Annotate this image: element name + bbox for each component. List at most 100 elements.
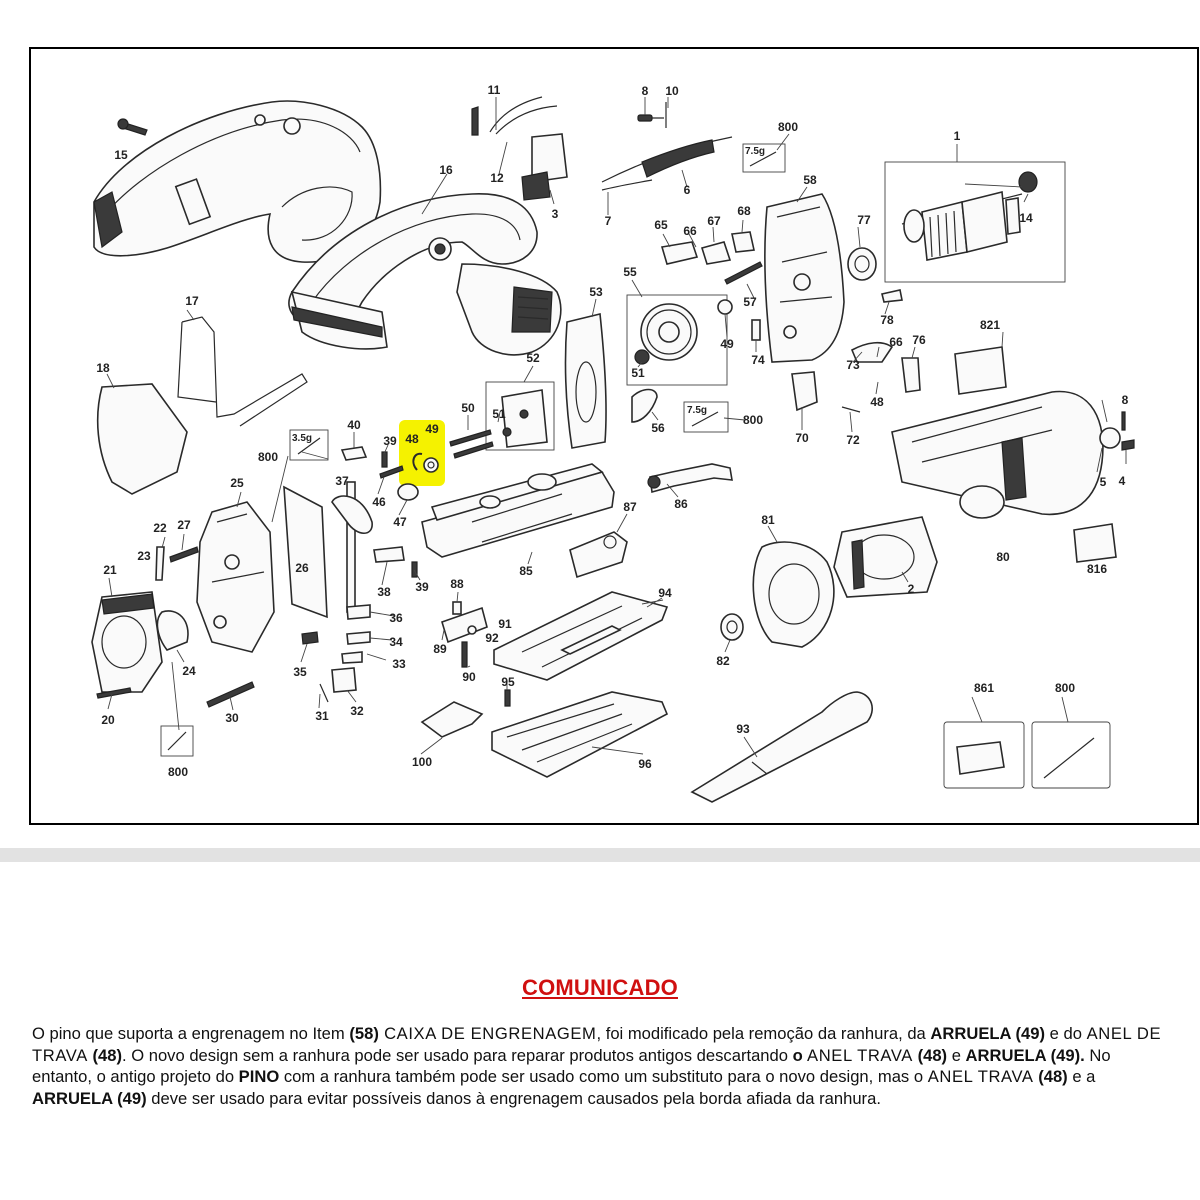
notice-bold: (48) <box>1033 1067 1068 1086</box>
label-800-top: 800 <box>778 120 798 134</box>
part-87 <box>569 531 628 579</box>
notice-title: COMUNICADO <box>522 975 678 1000</box>
label-12: 12 <box>490 171 504 185</box>
label-30: 30 <box>225 711 239 725</box>
label-66-top: 66 <box>683 224 697 238</box>
part-100 <box>420 701 484 738</box>
label-80: 80 <box>996 550 1010 564</box>
base-96 <box>491 691 669 778</box>
label-56: 56 <box>651 421 665 435</box>
label-82: 82 <box>716 654 730 668</box>
notice-caps: CAIXA DE ENGRENAGEM <box>378 1024 597 1043</box>
label-7: 7 <box>605 214 612 228</box>
small-parts-left <box>301 446 418 703</box>
label-94: 94 <box>658 586 672 600</box>
label-34: 34 <box>389 635 403 649</box>
grease-label-3-5g: 3.5g <box>292 433 312 444</box>
notice-text: e <box>947 1045 966 1065</box>
cord-parts <box>471 96 733 201</box>
notice-bold: ARRUELA (49). <box>965 1045 1085 1065</box>
label-800-bottom: 800 <box>168 765 188 779</box>
label-72: 72 <box>846 433 860 447</box>
label-38: 38 <box>377 585 391 599</box>
label-816: 816 <box>1087 562 1107 576</box>
label-15: 15 <box>114 148 128 162</box>
label-50: 50 <box>461 401 475 415</box>
label-67: 67 <box>707 214 721 228</box>
label-25: 25 <box>230 476 244 490</box>
label-plates <box>954 346 1117 563</box>
label-89: 89 <box>433 642 447 656</box>
label-2: 2 <box>908 582 915 596</box>
label-76: 76 <box>912 333 926 347</box>
fan-baffle-81 <box>752 541 835 648</box>
label-68: 68 <box>737 204 751 218</box>
label-65: 65 <box>654 218 668 232</box>
label-92: 92 <box>485 631 499 645</box>
label-21: 21 <box>103 563 117 577</box>
label-18: 18 <box>96 361 110 375</box>
knob-24 <box>156 610 189 651</box>
label-31: 31 <box>315 709 329 723</box>
label-95: 95 <box>501 675 515 689</box>
label-1: 1 <box>954 129 961 143</box>
label-73: 73 <box>846 358 860 372</box>
gear-55 <box>634 303 698 365</box>
label-20: 20 <box>101 713 115 727</box>
label-861: 861 <box>974 681 994 695</box>
notice-section: COMUNICADO O pino que suporta a engrenag… <box>0 975 1200 1108</box>
armature <box>901 171 1038 261</box>
label-70: 70 <box>795 431 809 445</box>
notice-bold: (58) <box>349 1024 379 1043</box>
parts-88-92 <box>441 601 511 707</box>
screw-15 <box>117 118 148 136</box>
label-53: 53 <box>589 285 603 299</box>
label-86: 86 <box>674 497 688 511</box>
notice-body: O pino que suporta a engrenagem no Item … <box>32 1023 1172 1109</box>
notice-text: e do <box>1045 1024 1087 1043</box>
plate-26 <box>283 485 328 619</box>
label-800-mid: 800 <box>743 413 763 427</box>
bearing-82 <box>720 613 744 641</box>
gear-case-58 <box>764 193 877 363</box>
label-93: 93 <box>736 722 750 736</box>
motor-housing-25 <box>196 501 275 653</box>
label-10: 10 <box>665 84 679 98</box>
label-27: 27 <box>177 518 191 532</box>
handle-housing <box>288 193 562 356</box>
blade-holder-37 <box>331 481 373 613</box>
notice-bold: ARRUELA (49) <box>32 1088 147 1108</box>
notice-text: , foi modificado pela remoção da ranhura… <box>596 1024 931 1043</box>
label-78: 78 <box>880 313 894 327</box>
grease-boxes <box>683 143 786 433</box>
label-800-kit: 800 <box>1055 681 1075 695</box>
label-36: 36 <box>389 611 403 625</box>
label-14: 14 <box>1019 211 1033 225</box>
label-33: 33 <box>392 657 406 671</box>
label-37: 37 <box>335 474 349 488</box>
notice-caps: ANEL TRAVA <box>802 1045 913 1065</box>
label-96: 96 <box>638 757 652 771</box>
lever-86 <box>647 463 733 494</box>
bits-800 <box>160 429 329 757</box>
notice-text: deve ser usado para evitar possíveis dan… <box>146 1088 881 1108</box>
label-40: 40 <box>347 418 361 432</box>
pin-46-47 <box>379 465 419 501</box>
label-48-right: 48 <box>870 395 884 409</box>
notice-text: No entanto, o antigo projeto do <box>32 1045 1111 1087</box>
label-88: 88 <box>450 577 464 591</box>
label-35: 35 <box>293 665 307 679</box>
section-separator <box>0 848 1200 862</box>
label-58: 58 <box>803 173 817 187</box>
kit-boxes <box>943 721 1111 789</box>
label-49-highlighted: 49 <box>425 422 439 436</box>
part-number-labels: 1 2 3 4 5 6 7 8 8 10 11 12 14 15 16 17 1… <box>96 83 1128 779</box>
shoe-plate-94 <box>493 591 669 681</box>
label-22: 22 <box>153 521 167 535</box>
pins-22-23-27-30-20 <box>96 546 255 708</box>
label-77: 77 <box>857 213 871 227</box>
label-4: 4 <box>1119 474 1126 488</box>
label-26: 26 <box>295 561 309 575</box>
label-49-gear: 49 <box>720 337 734 351</box>
washer-49 <box>423 457 439 473</box>
